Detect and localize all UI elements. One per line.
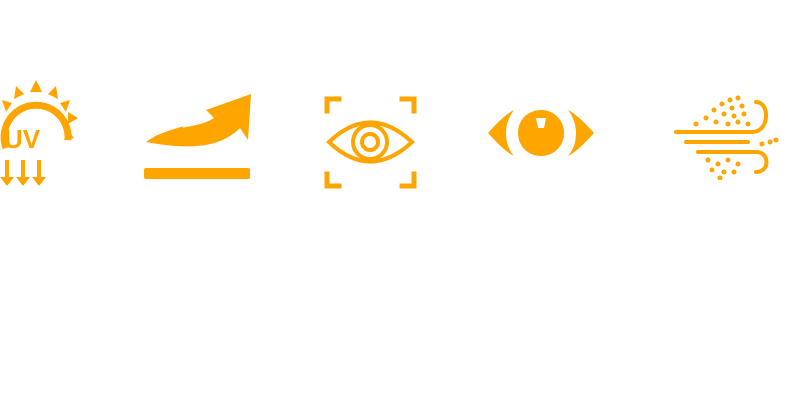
uv-label: UV [4, 124, 41, 154]
growth-arrow-icon [144, 94, 251, 179]
wind-dust-icon [674, 95, 779, 180]
uv-sun-icon: UV [0, 80, 78, 186]
eye-scan-icon [324, 96, 417, 189]
eye-icon [488, 110, 594, 156]
